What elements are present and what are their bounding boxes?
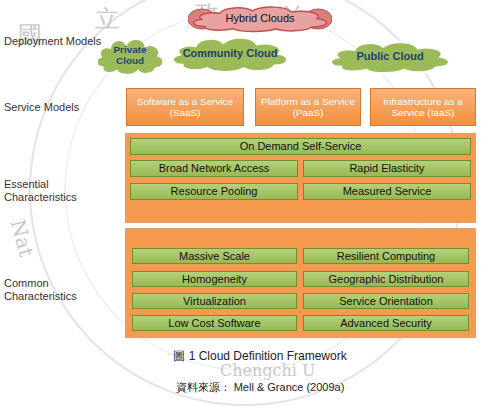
characteristic-box: Measured Service (303, 183, 471, 200)
deployment-cloud: Public Cloud (326, 37, 454, 75)
characteristic-box: Rapid Elasticity (303, 160, 471, 177)
side-label: Deployment Models (4, 35, 104, 48)
node-label: Public Cloud (346, 50, 433, 63)
node-label: Geographic Distribution (329, 273, 444, 286)
node-label: Resilient Computing (337, 250, 435, 263)
hybrid-cloud: Hybrid Clouds (188, 3, 332, 33)
characteristics-panel: Common CharacteristicsMassive ScaleResil… (125, 228, 476, 338)
deployment-cloud: Community Cloud (168, 32, 292, 74)
node-label: Community Cloud (173, 47, 288, 60)
figure-caption: 圖 1 Cloud Definition Framework (140, 350, 380, 364)
side-label: Service Models (4, 101, 104, 114)
node-label: Low Cost Software (168, 317, 260, 330)
characteristic-box: On Demand Self-Service (130, 138, 471, 155)
deployment-cloud: Private Cloud (94, 33, 166, 77)
node-label: Service Orientation (339, 295, 433, 308)
node-label: Virtualization (183, 295, 246, 308)
service-model-box: Software as a Service (SaaS) (126, 88, 244, 126)
row-heading: Common Characteristics (4, 277, 120, 302)
node-label: Homogeneity (182, 273, 247, 286)
characteristic-box: Geographic Distribution (303, 271, 469, 287)
service-model-box: Infrastructure as a Service (IaaS) (370, 88, 476, 126)
node-label: Measured Service (343, 185, 432, 198)
characteristic-box: Advanced Security (303, 315, 469, 331)
node-label: Software as a Service (SaaS) (127, 96, 243, 119)
watermark-text: Chengchi U (220, 362, 330, 380)
characteristic-box: Massive Scale (132, 248, 297, 264)
node-label: Rapid Elasticity (349, 162, 424, 175)
row-heading: Essential Characteristics (4, 178, 120, 203)
node-label: Broad Network Access (159, 162, 270, 175)
service-model-box: Platform as a Service (PaaS) (255, 88, 361, 126)
characteristic-box: Broad Network Access (130, 160, 298, 177)
node-label: Platform as a Service (PaaS) (256, 96, 360, 119)
node-label: Resource Pooling (171, 185, 258, 198)
characteristic-box: Homogeneity (132, 271, 297, 287)
characteristic-box: Service Orientation (303, 293, 469, 309)
characteristic-box: Resource Pooling (130, 183, 298, 200)
node-label: Advanced Security (340, 317, 432, 330)
characteristic-box: Resilient Computing (303, 248, 469, 264)
node-label: Massive Scale (179, 250, 250, 263)
node-label: Infrastructure as a Service (IaaS) (371, 96, 475, 119)
watermark-text: 立 (95, 6, 125, 34)
node-label: Hybrid Clouds (225, 12, 294, 25)
side-label: 資料來源： Mell & Grance (2009a) (150, 381, 370, 394)
node-label: Private Cloud (94, 44, 166, 67)
characteristics-panel: Essential CharacteristicsOn Demand Self-… (125, 133, 476, 223)
node-label: On Demand Self-Service (240, 140, 362, 153)
characteristic-box: Low Cost Software (132, 315, 297, 331)
characteristic-box: Virtualization (132, 293, 297, 309)
